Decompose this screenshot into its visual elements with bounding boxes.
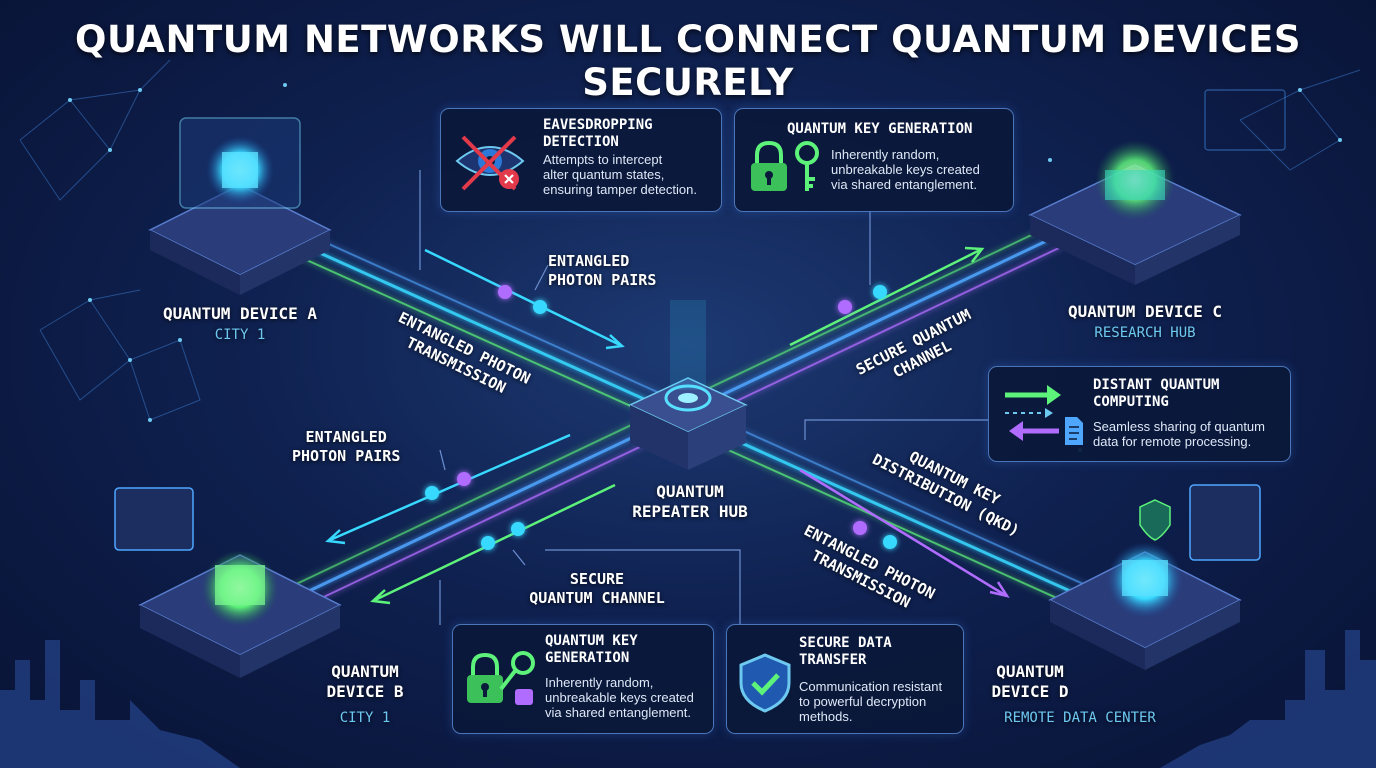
quantum-key-generation-bottom-card: QUANTUM KEY GENERATION Inherently random… bbox=[452, 624, 714, 734]
quantum-key-generation-top-body: Inherently random, unbreakable keys crea… bbox=[831, 147, 980, 192]
card-title-line: GENERATION bbox=[545, 650, 630, 666]
device-d-name-line2: DEVICE D bbox=[991, 682, 1069, 701]
card-body-line: methods. bbox=[799, 709, 853, 724]
distant-quantum-computing-title: DISTANT QUANTUM COMPUTING bbox=[1093, 377, 1219, 411]
secure-quantum-channel-b-label: SECURE QUANTUM CHANNEL bbox=[512, 570, 682, 608]
secure-data-transfer-card: SECURE DATA TRANSFER Communication resis… bbox=[726, 624, 964, 734]
beam-arrows bbox=[325, 246, 1010, 605]
card-body-line: alter quantum states, bbox=[543, 167, 665, 182]
device-a-illustration bbox=[148, 117, 332, 295]
label-line: ENTANGLED bbox=[305, 428, 387, 446]
device-d-name-line1: QUANTUM bbox=[996, 662, 1064, 681]
card-body-line: unbreakable keys created bbox=[831, 162, 980, 177]
shield-check-icon bbox=[739, 653, 791, 713]
label-line: SECURE bbox=[569, 570, 625, 588]
card-title-line: SECURE DATA bbox=[799, 635, 892, 651]
entangled-photon-pairs-top-label: ENTANGLED PHOTON PAIRS bbox=[548, 252, 656, 290]
device-b-name: QUANTUM DEVICE B bbox=[300, 662, 430, 702]
eavesdropping-detection-card: EAVESDROPPING DETECTION Attempts to inte… bbox=[440, 108, 722, 212]
page-title: QUANTUM NETWORKS WILL CONNECT QUANTUM DE… bbox=[75, 18, 1301, 104]
lock-key-icon bbox=[751, 140, 819, 191]
card-body-line: Inherently random, bbox=[545, 675, 654, 690]
device-b-illustration bbox=[114, 487, 342, 678]
entangled-photon-pairs-left-label: ENTANGLED PHOTON PAIRS bbox=[292, 428, 400, 466]
city-skyline-right bbox=[1160, 630, 1376, 768]
lock-key-icon bbox=[467, 651, 535, 705]
device-c-location: RESEARCH HUB bbox=[1094, 325, 1196, 341]
card-title-line: QUANTUM KEY bbox=[545, 633, 638, 649]
hub-name-line1: QUANTUM bbox=[656, 482, 724, 501]
device-a-location: CITY 1 bbox=[214, 327, 266, 343]
label-line: QUANTUM CHANNEL bbox=[529, 589, 665, 607]
device-c-illustration bbox=[1028, 89, 1286, 285]
quantum-key-generation-top-title: QUANTUM KEY GENERATION bbox=[787, 121, 973, 137]
card-title-line: EAVESDROPPING bbox=[543, 117, 653, 133]
card-body-line: unbreakable keys created bbox=[545, 690, 694, 705]
hub-illustration bbox=[628, 300, 748, 470]
quantum-key-generation-bottom-title: QUANTUM KEY GENERATION bbox=[545, 633, 638, 667]
label-line: PHOTON PAIRS bbox=[292, 447, 401, 465]
device-c-name: QUANTUM DEVICE C bbox=[1067, 302, 1223, 321]
hub-name: QUANTUM REPEATER HUB bbox=[620, 482, 760, 522]
card-title-line: COMPUTING bbox=[1093, 394, 1169, 410]
card-title-line: DISTANT QUANTUM bbox=[1093, 377, 1220, 393]
device-b-location: CITY 1 bbox=[339, 710, 391, 726]
crossed-eye-icon bbox=[455, 135, 525, 191]
eavesdropping-title: EAVESDROPPING DETECTION bbox=[543, 117, 653, 151]
label-line: PHOTON PAIRS bbox=[548, 271, 657, 289]
quantum-key-generation-bottom-body: Inherently random, unbreakable keys crea… bbox=[545, 675, 694, 720]
city-skyline-left bbox=[0, 640, 240, 768]
distant-quantum-computing-card: DISTANT QUANTUM COMPUTING Seamless shari… bbox=[988, 366, 1291, 462]
card-title-line: TRANSFER bbox=[799, 652, 867, 668]
leader-lines bbox=[419, 170, 990, 625]
device-d-location: REMOTE DATA CENTER bbox=[1004, 710, 1156, 726]
card-body-line: Attempts to intercept bbox=[543, 152, 663, 167]
data-exchange-icon bbox=[1005, 385, 1083, 445]
card-body-line: data for remote processing. bbox=[1093, 434, 1252, 449]
hub-name-line2: REPEATER HUB bbox=[632, 502, 748, 521]
device-a-name: QUANTUM DEVICE A bbox=[162, 304, 318, 323]
stars bbox=[68, 83, 1342, 452]
card-body-line: to powerful decryption bbox=[799, 694, 927, 709]
card-body-line: Communication resistant bbox=[799, 679, 943, 694]
card-body-line: via shared entanglement. bbox=[831, 177, 977, 192]
distant-quantum-computing-body: Seamless sharing of quantum data for rem… bbox=[1093, 419, 1265, 449]
secure-data-transfer-title: SECURE DATA TRANSFER bbox=[799, 635, 892, 669]
secure-data-transfer-body: Communication resistant to powerful decr… bbox=[799, 679, 942, 724]
device-b-name-line2: DEVICE B bbox=[326, 682, 404, 701]
device-d-name: QUANTUM DEVICE D bbox=[975, 662, 1085, 702]
label-line: ENTANGLED bbox=[548, 252, 630, 270]
card-body-line: ensuring tamper detection. bbox=[543, 182, 697, 197]
quantum-key-generation-top-card: QUANTUM KEY GENERATION Inherently random… bbox=[734, 108, 1014, 212]
device-d-illustration bbox=[1048, 484, 1261, 670]
card-title-line: DETECTION bbox=[543, 134, 619, 150]
eavesdropping-body: Attempts to intercept alter quantum stat… bbox=[543, 152, 697, 197]
device-b-name-line1: QUANTUM bbox=[331, 662, 399, 681]
card-body-line: Seamless sharing of quantum bbox=[1093, 419, 1265, 434]
card-body-line: via shared entanglement. bbox=[545, 705, 691, 720]
card-body-line: Inherently random, bbox=[831, 147, 940, 162]
photon-pairs bbox=[425, 285, 897, 550]
